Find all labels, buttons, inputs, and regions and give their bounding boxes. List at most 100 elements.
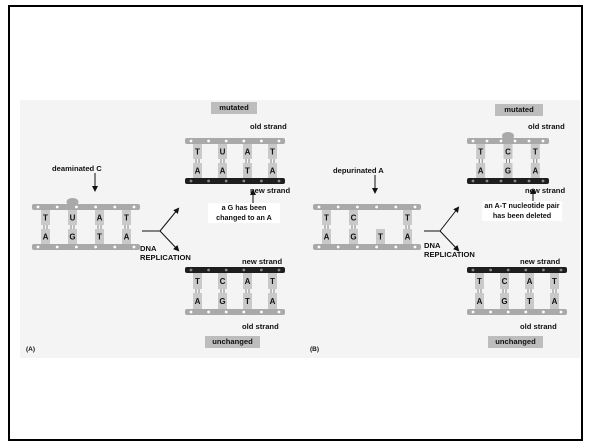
phosphate-dot — [514, 140, 517, 143]
phosphate-dot — [242, 180, 245, 183]
top-backbone — [313, 204, 421, 210]
panel-a-new-strand-top: new strand — [250, 186, 290, 195]
base-top-letter: U — [220, 148, 226, 157]
phosphate-dot — [472, 311, 475, 314]
panel-b-damaged-duplex: TACGTTA — [313, 204, 421, 250]
phosphate-dot — [507, 311, 510, 314]
phosphate-dot — [190, 140, 193, 143]
panel-a-new-strand-bottom: new strand — [242, 257, 282, 266]
phosphate-dot — [542, 269, 545, 272]
base-bottom-letter: A — [532, 167, 538, 176]
phosphate-dot — [260, 180, 263, 183]
phosphate-dot — [113, 246, 116, 249]
panel-b-id: (B) — [310, 346, 319, 353]
base-bottom-letter: G — [69, 233, 75, 242]
phosphate-dot — [37, 246, 40, 249]
phosphate-dot — [318, 246, 321, 249]
panel-a-replication-2: REPLICATION — [140, 253, 191, 262]
phosphate-dot — [190, 180, 193, 183]
base-bottom-letter: A — [195, 297, 201, 306]
panel-b-arrow-down — [440, 231, 458, 250]
top-backbone — [185, 267, 285, 273]
phosphate-dot — [560, 311, 563, 314]
phosphate-dot — [542, 140, 545, 143]
base-top-letter: T — [195, 277, 200, 286]
phosphate-dot — [486, 140, 489, 143]
phosphate-dot — [207, 180, 210, 183]
phosphate-dot — [500, 180, 503, 183]
panel-a-arrow-down — [160, 231, 178, 250]
base-top-letter: T — [43, 214, 48, 223]
phosphate-dot — [528, 180, 531, 183]
panel-a-replication-1: DNA — [140, 244, 156, 253]
bottom-backbone — [467, 309, 567, 315]
base-bottom-letter: T — [245, 297, 250, 306]
panel-a-mutated-tag: mutated — [211, 102, 257, 114]
base-top-letter: T — [477, 277, 482, 286]
base-top-letter: T — [478, 148, 483, 157]
phosphate-dot — [524, 269, 527, 272]
base-bottom-letter: T — [97, 233, 102, 242]
phosphate-dot — [472, 269, 475, 272]
panel-b-mutated-tag: mutated — [495, 104, 543, 116]
base-top-letter: T — [533, 148, 538, 157]
phosphate-dot — [356, 206, 359, 209]
bottom-backbone — [185, 178, 285, 184]
panel-a-old-strand-top: old strand — [250, 122, 287, 131]
base-bottom-letter: G — [219, 297, 225, 306]
base-top-letter: A — [245, 277, 251, 286]
phosphate-dot — [260, 269, 263, 272]
phosphate-dot — [337, 246, 340, 249]
base-bottom-letter: A — [477, 297, 483, 306]
phosphate-dot — [190, 269, 193, 272]
phosphate-dot — [94, 246, 97, 249]
phosphate-dot — [318, 206, 321, 209]
phosphate-dot — [542, 311, 545, 314]
phosphate-dot — [472, 180, 475, 183]
phosphate-dot — [260, 311, 263, 314]
panel-b-old-strand-top: old strand — [528, 122, 565, 131]
panel-b-replication-2: REPLICATION — [424, 250, 475, 259]
phosphate-dot — [375, 206, 378, 209]
panel-a-damage-label: deaminated C — [52, 164, 102, 173]
panel-a-old-strand-bottom: old strand — [242, 322, 279, 331]
bottom-backbone — [313, 244, 421, 250]
phosphate-dot — [113, 206, 116, 209]
phosphate-dot — [524, 311, 527, 314]
panel-a-id: (A) — [26, 346, 35, 353]
base-bottom-letter: A — [195, 167, 201, 176]
phosphate-dot — [94, 206, 97, 209]
phosphate-dot — [414, 246, 417, 249]
base-bottom-letter: A — [220, 167, 226, 176]
phosphate-dot — [486, 180, 489, 183]
phosphate-dot — [414, 206, 417, 209]
base-top-letter: C — [220, 277, 226, 286]
phosphate-dot — [75, 246, 78, 249]
phosphate-dot — [489, 269, 492, 272]
panel-b-damage-label: depurinated A — [333, 166, 384, 175]
phosphate-dot — [225, 180, 228, 183]
base-bottom-letter: T — [245, 167, 250, 176]
phosphate-dot — [500, 140, 503, 143]
base-top-letter: T — [195, 148, 200, 157]
phosphate-dot — [514, 180, 517, 183]
phosphate-dot — [542, 180, 545, 183]
phosphate-dot — [207, 311, 210, 314]
phosphate-dot — [528, 140, 531, 143]
phosphate-dot — [560, 269, 563, 272]
phosphate-dot — [356, 246, 359, 249]
base-top-letter: A — [527, 277, 533, 286]
base-top-letter: T — [324, 214, 329, 223]
panel-b-new-strand-bottom: new strand — [520, 257, 560, 266]
base-bottom-letter: A — [43, 233, 49, 242]
diagram-canvas: TAUGATTA TAUAATTA TACGATTA TACGTTA TACGT… — [20, 100, 580, 358]
phosphate-dot — [278, 311, 281, 314]
damage-bulge — [502, 132, 514, 140]
phosphate-dot — [489, 311, 492, 314]
bottom-backbone — [467, 178, 549, 184]
phosphate-dot — [278, 140, 281, 143]
base-bottom-letter: A — [270, 297, 276, 306]
phosphate-dot — [75, 206, 78, 209]
